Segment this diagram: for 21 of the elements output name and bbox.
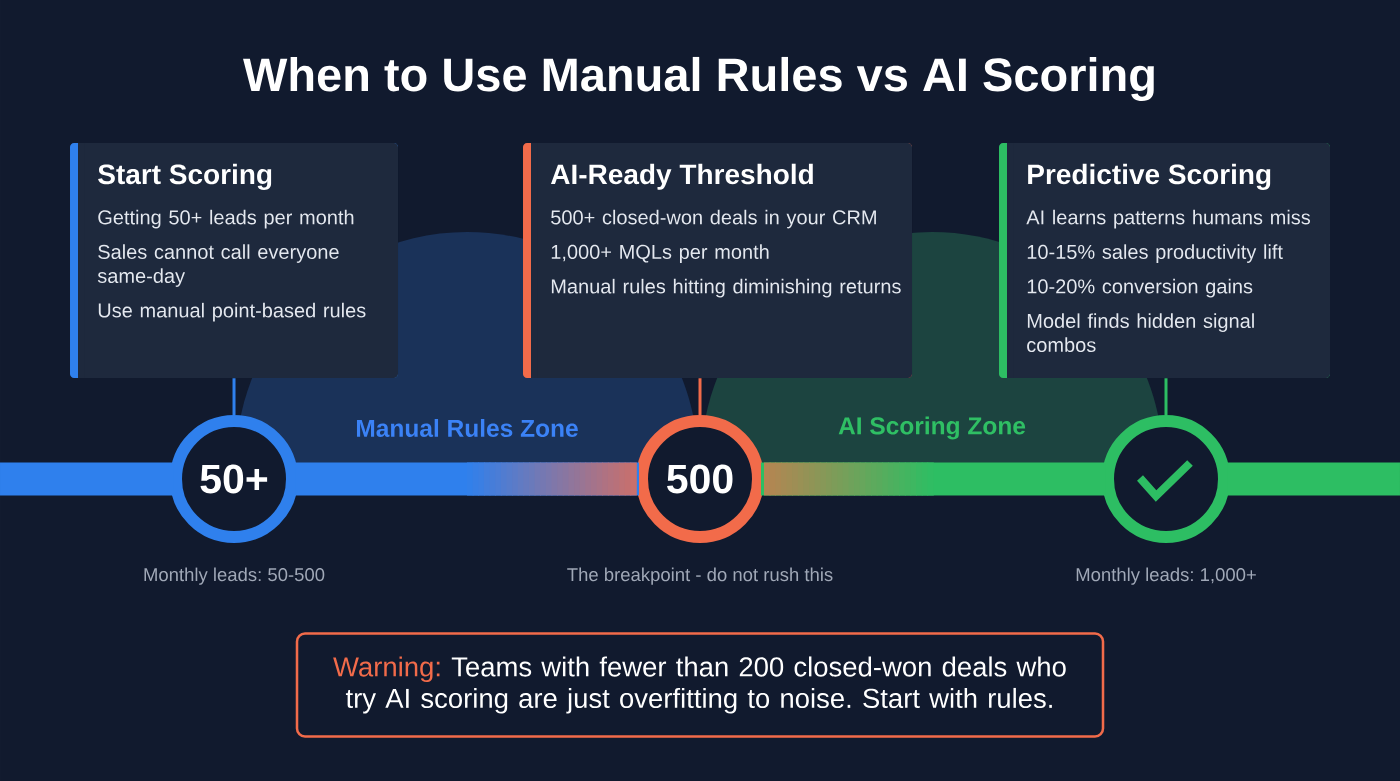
body-text: AI learns patterns humans miss [1026,209,1311,229]
section-heading: Predictive Scoring [1028,163,1271,190]
timeline-bar [1227,462,1400,496]
section-heading: AI-Ready Threshold [550,163,813,190]
timeline-bar [295,462,639,496]
caption-text: Monthly leads: 1,000+ [1076,567,1256,585]
timeline-bar [0,462,173,496]
title: When to Use Manual Rules vs AI Scoring [243,56,1154,101]
caption-text: Monthly leads: 50-500 [144,567,325,585]
body-text: 500+ closed-won deals in your CRM [551,209,876,229]
info-card [70,143,398,378]
warning-box: Warning: Teams with fewer than 200 closed-won deals who try AI scoring are just overfitting to noise. Start with rules. [295,632,1105,738]
connector-line [232,378,236,415]
caption-text: The breakpoint - do not rush this [567,567,833,585]
body-text: Getting 50+ leads per month [98,209,354,229]
connector-line [1164,378,1168,415]
connector-line [698,378,702,415]
section-heading: Start Scoring [98,163,272,190]
info-card [523,143,912,378]
info-card [999,143,1330,378]
timeline-bar [761,462,1105,496]
